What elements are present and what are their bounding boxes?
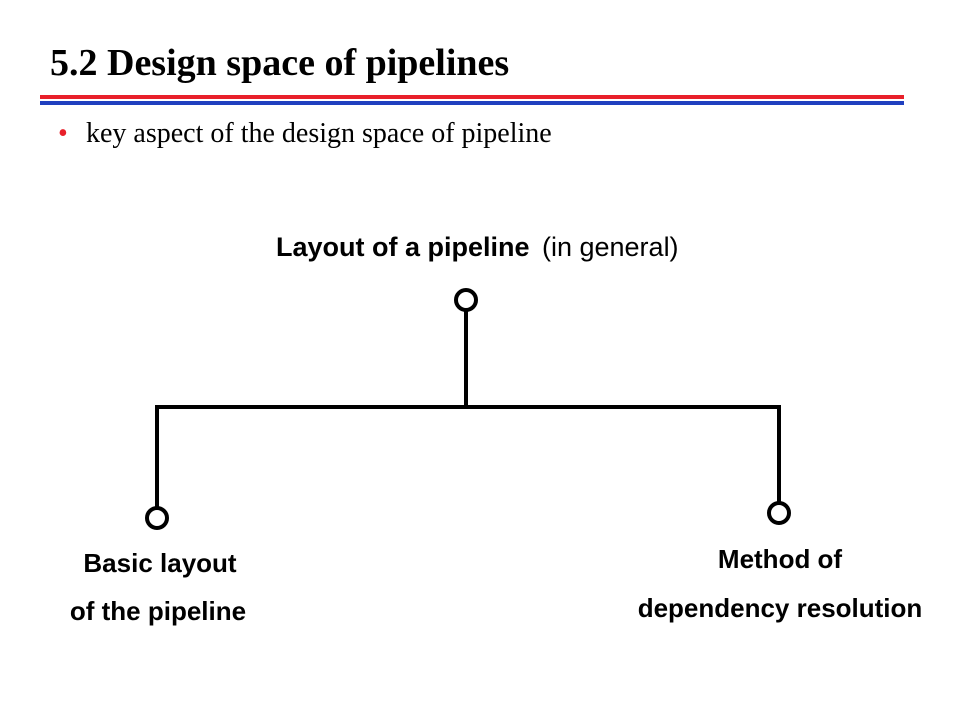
right-child-node-circle (767, 501, 791, 525)
root-node-label: Layout of a pipeline (in general) (276, 232, 679, 262)
slide-title: 5.2 Design space of pipelines (50, 42, 510, 84)
root-node-label-main: Layout of a pipeline (276, 232, 530, 262)
root-node-label-qualifier: (in general) (542, 232, 679, 262)
bullet-text: key aspect of the design space of pipeli… (86, 118, 552, 149)
design-space-tree-diagram: Layout of a pipeline (in general) Basic … (70, 232, 923, 626)
title-rule-blue (40, 101, 904, 105)
right-child-label-line2: dependency resolution (638, 593, 923, 623)
root-node-circle (454, 288, 478, 312)
left-child-label-line1: Basic layout (83, 548, 237, 578)
bullet-item: • key aspect of the design space of pipe… (58, 118, 552, 150)
bullet-marker: • (58, 118, 68, 149)
bullet-list: • key aspect of the design space of pipe… (58, 118, 552, 150)
left-child-node-circle (145, 506, 169, 530)
title-rule-red (40, 95, 904, 99)
right-child-label-line1: Method of (718, 544, 843, 574)
left-child-label-line2: of the pipeline (70, 596, 246, 626)
